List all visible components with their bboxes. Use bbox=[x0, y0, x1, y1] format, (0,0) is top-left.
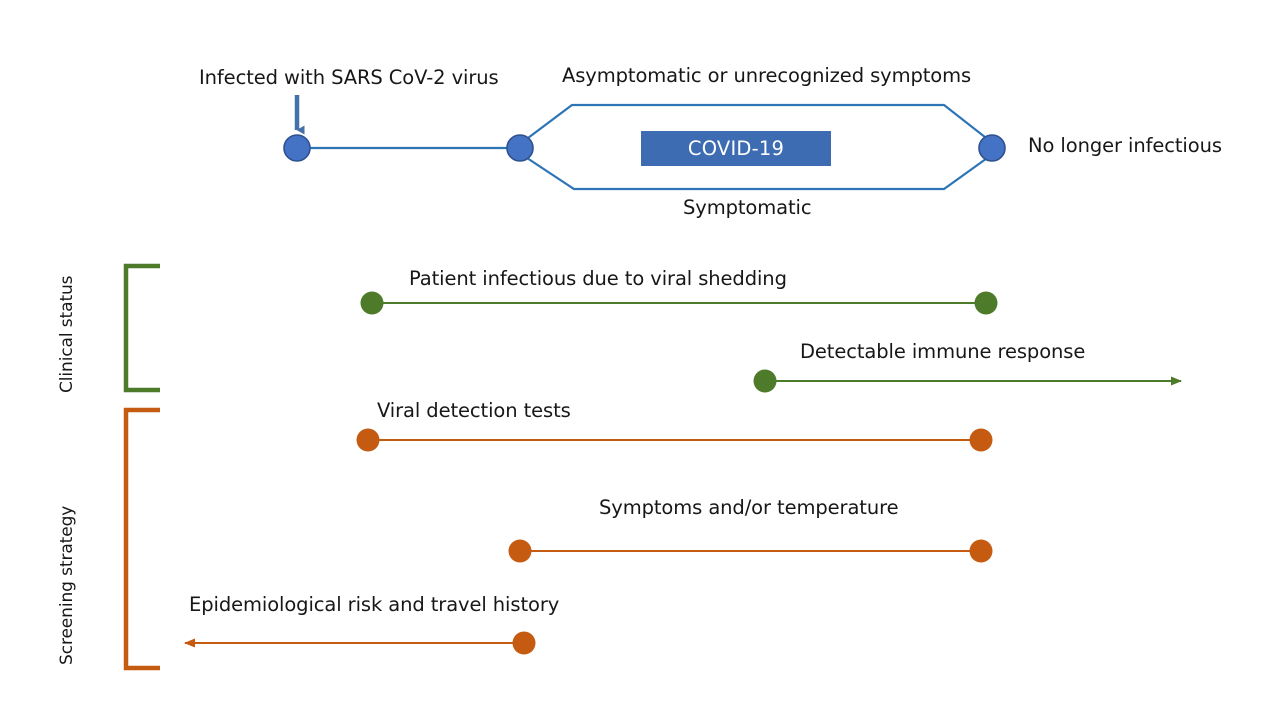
viral-detection-tests-timeline bbox=[356, 428, 993, 452]
epidemiological-risk-label: Epidemiological risk and travel history bbox=[189, 593, 560, 616]
symptomatic-label: Symptomatic bbox=[683, 196, 812, 219]
detectable-immune-response-label: Detectable immune response bbox=[800, 340, 1086, 363]
clinical-status-group-label: Clinical status bbox=[57, 275, 77, 393]
timeline-start-dot bbox=[512, 631, 536, 655]
branch-node bbox=[506, 134, 534, 162]
symptoms-temperature-label: Symptoms and/or temperature bbox=[599, 496, 899, 519]
timeline-start-dot bbox=[508, 539, 532, 563]
timeline-start-dot bbox=[753, 369, 777, 393]
timeline-end-dot bbox=[969, 428, 993, 452]
screening-strategy-bracket bbox=[123, 407, 160, 671]
clinical-status-bracket bbox=[123, 263, 160, 393]
screening-strategy-group-label: Screening strategy bbox=[57, 505, 77, 665]
covid-19-box-label: COVID-19 bbox=[687, 137, 785, 160]
patient-infectious-timeline bbox=[360, 291, 998, 315]
timeline-end-dot bbox=[974, 291, 998, 315]
infected-label: Infected with SARS CoV-2 virus bbox=[199, 66, 499, 89]
timeline-start-dot bbox=[356, 428, 380, 452]
epidemiological-risk-timeline bbox=[184, 631, 536, 655]
infection-node bbox=[283, 134, 311, 162]
viral-detection-tests-label: Viral detection tests bbox=[377, 399, 571, 422]
patient-infectious-label: Patient infectious due to viral shedding bbox=[409, 267, 787, 290]
timeline-end-dot bbox=[969, 539, 993, 563]
covid-19-box: COVID-19 bbox=[641, 131, 831, 166]
timeline-start-dot bbox=[360, 291, 384, 315]
symptoms-temperature-timeline bbox=[508, 539, 993, 563]
asymptomatic-label: Asymptomatic or unrecognized symptoms bbox=[562, 64, 972, 87]
detectable-immune-response-timeline bbox=[753, 369, 1182, 393]
recovery-node bbox=[978, 134, 1006, 162]
no-longer-infectious-label: No longer infectious bbox=[1028, 134, 1222, 157]
